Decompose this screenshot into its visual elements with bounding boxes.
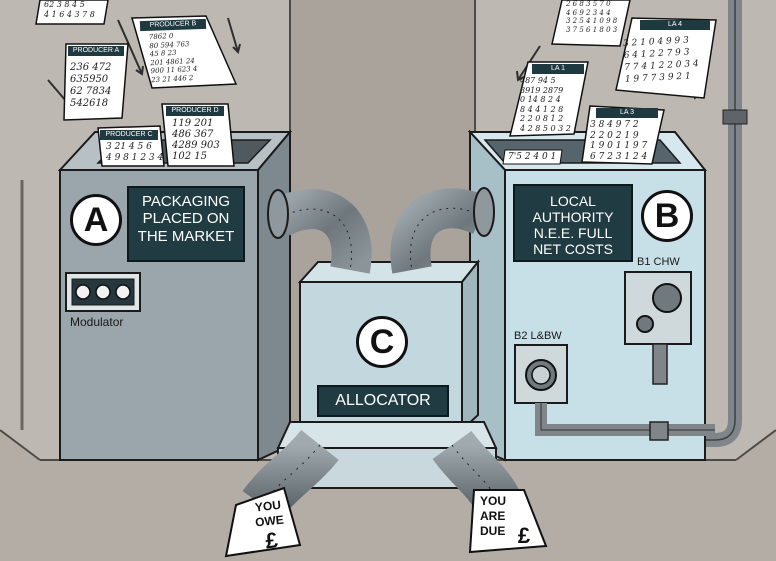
machine-b-panel-line-1: LOCAL xyxy=(550,193,596,209)
la-1-title: LA 1 xyxy=(532,64,584,74)
producer-a-title: PRODUCER A xyxy=(68,46,124,56)
sheet-top-left xyxy=(35,0,109,25)
duct-right-ribs xyxy=(410,207,483,271)
gauge-b1-pipe xyxy=(652,343,668,385)
la-3-digits: 3 8 4 9 7 2 2 2 0 2 1 9 1 9 0 1 1 9 7 6 … xyxy=(590,120,648,162)
sheet-la-4 xyxy=(615,17,717,99)
producer-d-digits: 119 201 486 367 4289 903 102 15 xyxy=(172,118,220,162)
arrow-head-3 xyxy=(232,43,241,54)
modulator-knob-3 xyxy=(115,284,131,300)
machine-c-side xyxy=(461,259,479,433)
ticket-due-line-2: ARE xyxy=(480,509,506,523)
sheet-top-right xyxy=(551,0,631,47)
bin-b-digits: 7'5 2 4 0 1 xyxy=(508,152,557,162)
la-1-digits: 487 94 5 8919 2879 0 14 8 2 4 8 4 4 1 2 … xyxy=(520,76,571,133)
output-duct-left-ribs xyxy=(261,444,321,506)
machine-a-panel: PACKAGING PLACED ON THE MARKET xyxy=(127,186,245,262)
producer-c-digits: 3 21 4 5 6 4 9 8 1 2 3 4 xyxy=(106,142,164,163)
arrow-down-3 xyxy=(227,17,239,53)
ticket-you-owe xyxy=(224,486,302,558)
sheet-producer-b xyxy=(131,15,238,89)
la-3-title: LA 3 xyxy=(596,108,658,118)
ticket-due-line-1: YOU xyxy=(480,494,507,508)
gauge-b1-large-dial xyxy=(652,283,682,313)
output-duct-right-ribs xyxy=(451,444,501,506)
floor-line-left xyxy=(0,429,41,461)
machine-a-badge: A xyxy=(70,194,122,246)
sheet-top-left-digits: 62 3 8 4 5 4 1 6 4 3 7 8 xyxy=(44,0,95,19)
floor-line-right xyxy=(735,429,776,461)
duct-left-mouth xyxy=(267,189,289,239)
machine-b-badge: B xyxy=(641,190,693,242)
ticket-you-are-due xyxy=(468,489,548,554)
gauge-b2-label: B2 L&BW xyxy=(514,330,562,342)
pipe-junction xyxy=(649,421,669,441)
arrow-head-2 xyxy=(135,65,144,76)
modulator-knob-1 xyxy=(75,284,91,300)
machine-a-panel-line-3: THE MARKET xyxy=(137,227,235,245)
ticket-you-owe-text: YOU OWE £ xyxy=(247,497,292,555)
sheet-producer-a xyxy=(63,43,129,121)
producer-d-title: PRODUCER D xyxy=(166,106,224,116)
arrow-head-4 xyxy=(516,70,527,82)
machine-c-top xyxy=(297,261,481,283)
machine-b-panel: LOCAL AUTHORITY N.E.E. FULL NET COSTS xyxy=(513,184,633,262)
machine-c-badge: C xyxy=(356,316,408,368)
floor xyxy=(0,430,776,561)
la-4-digits: 3 2 1 0 4 9 9 3 6 4 1 2 2 7 9 3 7 7 4 1 … xyxy=(622,35,699,85)
ticket-you-are-due-text: YOU ARE DUE xyxy=(480,494,510,539)
gauge-b2-dial-inner xyxy=(531,365,551,385)
ticket-owe-pound: £ xyxy=(264,527,279,554)
machine-c-panel: ALLOCATOR xyxy=(317,385,449,417)
gauge-b1-label: B1 CHW xyxy=(637,256,680,268)
duct-left-ribs xyxy=(279,208,352,271)
producer-b-digits: 7862 0 80 594 763 45 8 23 201 4861 24 90… xyxy=(148,31,198,84)
modulator-knob-2 xyxy=(95,284,111,300)
modulator-label: Modulator xyxy=(70,315,124,329)
machine-b-panel-line-2: AUTHORITY xyxy=(532,209,614,226)
arrow-down-2 xyxy=(117,19,143,75)
sheet-producer-d xyxy=(161,103,235,167)
sheet-la-1 xyxy=(509,61,589,137)
ticket-due-line-3: DUE xyxy=(480,524,506,538)
wall-pipe-right-outline xyxy=(660,0,736,441)
producer-c-title: PRODUCER C xyxy=(100,130,158,140)
machine-a-side xyxy=(257,129,291,462)
machine-a-panel-line-2: PLACED ON xyxy=(142,210,230,228)
machine-b-panel-line-4: NET COSTS xyxy=(533,241,613,258)
duct-right-mouth xyxy=(473,187,495,237)
sheet-top-right-digits: 2 6 8 3 5 7 0 4 6 9 2 3 4 4 3 2 5 4 1 0 … xyxy=(566,0,618,34)
machine-a-panel-line-1: PACKAGING xyxy=(141,193,231,210)
gauge-b1-small-dial xyxy=(636,315,654,333)
ticket-due-pound: £ xyxy=(517,523,531,548)
bin-b-sheet xyxy=(502,149,563,165)
machine-b-panel-line-3: N.E.E. FULL xyxy=(533,225,613,242)
pipe-coupling xyxy=(722,109,748,125)
la-4-title: LA 4 xyxy=(640,20,710,30)
producer-a-digits: 236 472 635950 62 7834 542618 xyxy=(70,62,112,109)
